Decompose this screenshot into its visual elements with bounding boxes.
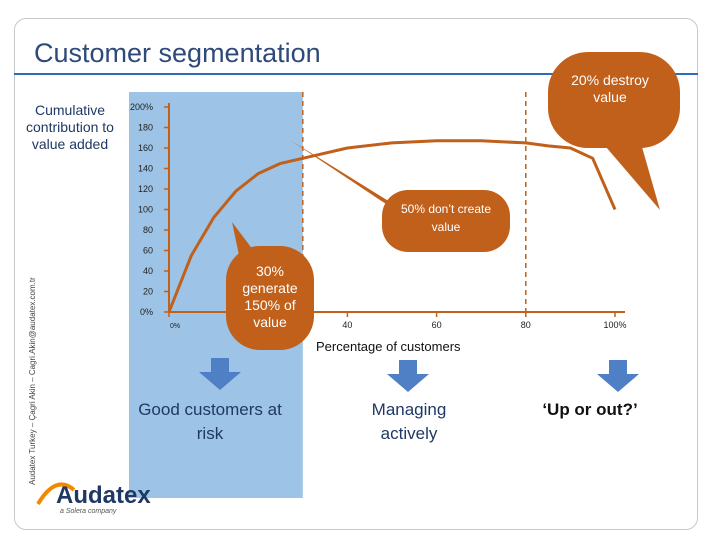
callout-generate xyxy=(226,222,314,350)
x-tick-label: 80 xyxy=(521,320,531,330)
y-tick-label: 160 xyxy=(138,143,153,153)
y-tick-label: 20 xyxy=(143,287,153,297)
y-axis-label: Cumulative contribution to value added xyxy=(26,102,114,152)
callout-destroy-text: 20% destroy value xyxy=(571,72,649,105)
x-tick-label: 40 xyxy=(342,320,352,330)
segment-label-managing: Managing actively xyxy=(371,400,447,443)
y-tick-label: 100 xyxy=(138,205,153,215)
y-tick-label: 0% xyxy=(140,307,153,317)
y-tick-label: 120 xyxy=(138,184,153,194)
audatex-logo: Audatex a Solera company xyxy=(36,478,156,522)
segment-label-good: Good customers at risk xyxy=(138,400,282,443)
slide-frame xyxy=(14,18,698,530)
y-tick-label: 80 xyxy=(143,225,153,235)
y-tick-label: 40 xyxy=(143,266,153,276)
x-tick-label: 0% xyxy=(170,323,180,330)
segment-label-up-or-out: ‘Up or out?’ xyxy=(542,400,638,419)
down-arrow-icon xyxy=(387,360,429,392)
x-tick-label: 60 xyxy=(432,320,442,330)
down-arrow-icon xyxy=(199,358,241,390)
logo-subtitle: a Solera company xyxy=(60,508,117,515)
callout-generate-text: 30% generate 150% of value xyxy=(242,263,298,330)
x-axis-label: Percentage of customers xyxy=(316,339,461,354)
contribution-curve xyxy=(167,139,617,313)
callout-dont-create xyxy=(290,140,510,252)
callout-dont-create-text: 50% don’t create value xyxy=(400,202,492,234)
logo-swoosh-icon xyxy=(36,482,76,506)
down-arrow-icon xyxy=(597,360,639,392)
slide-title: Customer segmentation xyxy=(34,38,321,68)
logo-word: Audatex xyxy=(56,482,151,509)
callout-destroy xyxy=(548,52,680,210)
y-tick-label: 60 xyxy=(143,246,153,256)
y-tick-label: 140 xyxy=(138,164,153,174)
y-tick-label: 200% xyxy=(130,102,153,112)
x-tick-label: 100% xyxy=(603,320,626,330)
title-rule xyxy=(14,73,698,75)
chart-ticks: 0% 20 40 60 80 100 120 140 160 180 200% 0% 40 60 80 100… xyxy=(130,102,627,330)
y-tick-label: 180 xyxy=(138,123,153,133)
